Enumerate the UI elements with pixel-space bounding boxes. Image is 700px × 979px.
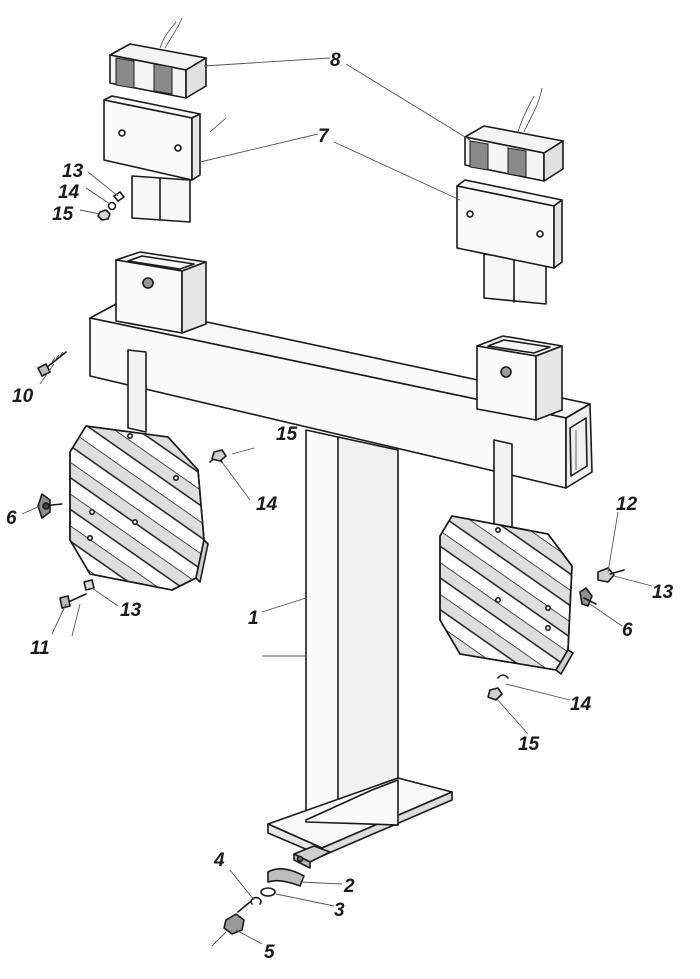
fastener-group-upper-left xyxy=(97,191,125,221)
callout-13-left: 13 xyxy=(120,600,142,621)
target-pad-left xyxy=(69,349,209,591)
callout-15-right: 15 xyxy=(518,734,540,755)
mount-plate-left xyxy=(103,95,227,223)
callout-13-right: 13 xyxy=(652,582,674,603)
callout-11: 11 xyxy=(30,638,50,659)
callout-4: 4 xyxy=(213,850,225,871)
base-plate xyxy=(267,777,453,869)
base-hardware xyxy=(223,868,305,935)
screw-11-left xyxy=(59,579,95,609)
washer-nut-left xyxy=(209,449,227,463)
socket-right xyxy=(476,335,563,421)
leader-lines xyxy=(21,57,653,947)
vertical-post xyxy=(305,429,399,829)
callout-12: 12 xyxy=(616,494,638,515)
bolt-10 xyxy=(37,351,67,377)
callout-labels: 8 7 13 14 15 10 15 14 6 12 13 1 13 6 11 … xyxy=(6,50,674,963)
cross-beam xyxy=(89,302,593,489)
callout-3: 3 xyxy=(334,900,345,921)
sensor-block-right xyxy=(464,87,564,182)
callout-15-mid: 15 xyxy=(276,424,298,445)
callout-7: 7 xyxy=(318,126,330,147)
mount-plate-right xyxy=(456,179,563,305)
fastener-group-right xyxy=(579,567,625,607)
callout-10: 10 xyxy=(12,386,34,407)
callout-2: 2 xyxy=(343,876,355,897)
callout-6-left: 6 xyxy=(6,508,17,529)
callout-14-mid: 14 xyxy=(256,494,278,515)
callout-15-upper-left: 15 xyxy=(52,204,74,225)
washer-nut-right-lower xyxy=(487,674,509,701)
sensor-block-left xyxy=(109,17,207,99)
socket-left xyxy=(115,251,207,334)
callout-14-right: 14 xyxy=(570,694,592,715)
callout-13-upper-left: 13 xyxy=(62,161,84,182)
target-pad-right xyxy=(439,439,574,675)
callout-8: 8 xyxy=(330,50,341,71)
wing-screw-6-left xyxy=(37,493,63,519)
callout-14-upper-left: 14 xyxy=(58,182,80,203)
callout-1: 1 xyxy=(248,608,259,629)
callout-6-right: 6 xyxy=(622,620,633,641)
callout-5: 5 xyxy=(264,942,275,963)
